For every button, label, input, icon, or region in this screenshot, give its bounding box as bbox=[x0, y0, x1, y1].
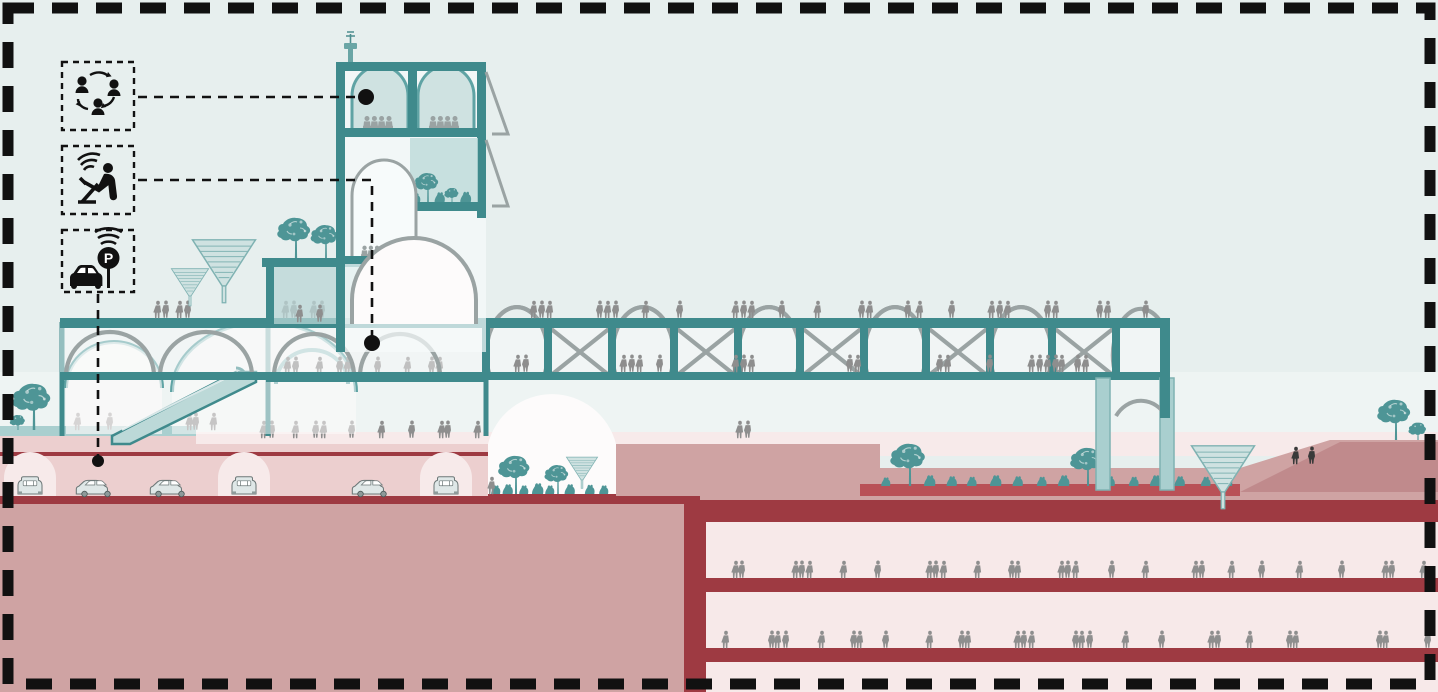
car-front bbox=[231, 476, 257, 495]
concourse-slab-2 bbox=[706, 648, 1438, 654]
terrace-left-column bbox=[266, 262, 274, 324]
car-front bbox=[17, 476, 43, 495]
leader-dot-parking bbox=[92, 455, 104, 467]
garden-floor bbox=[488, 494, 616, 504]
svg-text:P: P bbox=[104, 250, 113, 266]
tower-ground-arch-outline bbox=[350, 236, 478, 324]
car-parking-wifi-icon: P bbox=[70, 227, 123, 289]
tower-ground-arch bbox=[352, 238, 476, 324]
leader-lines bbox=[96, 95, 374, 458]
tower-col-left bbox=[336, 62, 345, 352]
tower-canopies bbox=[484, 71, 511, 208]
leader-dot-mobility bbox=[364, 335, 380, 351]
tower-garden-slab bbox=[408, 202, 486, 211]
concourse-level-3-floor bbox=[706, 662, 1438, 692]
scooter-wifi-icon bbox=[77, 152, 118, 204]
bridge-right-end-post bbox=[1160, 318, 1170, 418]
leader-dot-social bbox=[358, 89, 374, 105]
tower-slab-mid bbox=[336, 128, 486, 137]
concourse-level-2-floor bbox=[706, 592, 1438, 650]
leader-dots bbox=[92, 89, 380, 467]
leader-mobility bbox=[138, 178, 374, 340]
legend-item-smart-mobility[interactable] bbox=[60, 144, 136, 216]
car-front bbox=[433, 476, 459, 495]
planting-soil-band bbox=[860, 484, 1240, 496]
parking-ceiling-line bbox=[0, 452, 616, 456]
tower-col-right bbox=[477, 62, 486, 218]
ground-vault-fill-a bbox=[66, 342, 162, 434]
tower-arch-upper-left bbox=[352, 66, 408, 128]
concourse-slab-1 bbox=[706, 578, 1438, 584]
legend-box-social bbox=[60, 60, 136, 132]
tower-lower-arch-outline bbox=[350, 158, 418, 262]
legend-box-mobility bbox=[60, 144, 136, 216]
earth-slope-right bbox=[1240, 442, 1438, 492]
legend-item-smart-parking[interactable]: P bbox=[60, 227, 136, 294]
legend-item-social-interaction[interactable] bbox=[60, 60, 136, 132]
concourse-level-1-floor bbox=[706, 522, 1438, 580]
parking-floor bbox=[0, 496, 700, 504]
rooftop-antenna-icon bbox=[344, 31, 357, 62]
tower-col-mid bbox=[408, 66, 417, 132]
parking-bays bbox=[4, 452, 472, 496]
tower-arch-upper-right bbox=[418, 66, 474, 128]
three-people-arrows-icon bbox=[75, 71, 121, 115]
earth-mass-left-lower bbox=[0, 500, 700, 692]
terrace-slab bbox=[262, 258, 380, 267]
tower-lower-arch bbox=[352, 160, 416, 262]
